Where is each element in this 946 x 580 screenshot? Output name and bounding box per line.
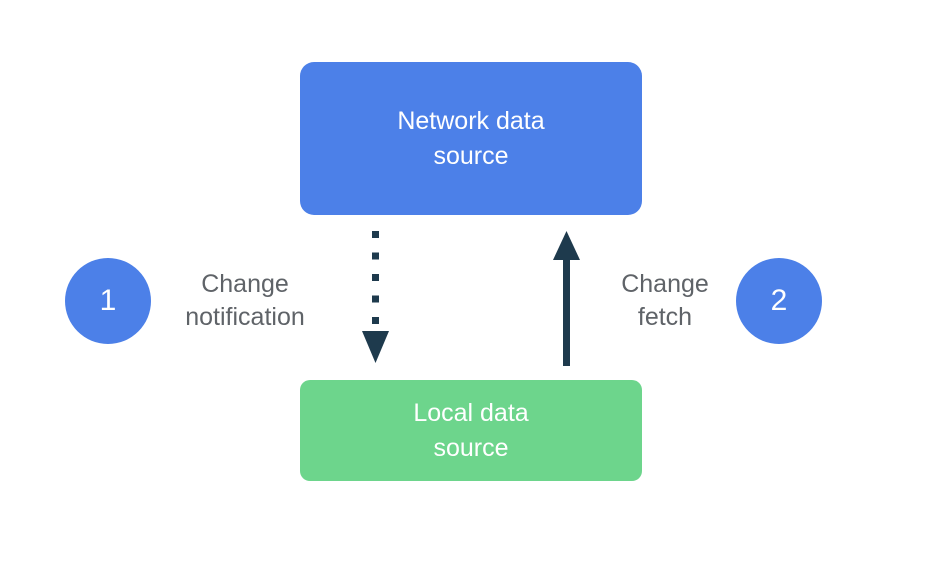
network-data-source-node: Network data source: [300, 62, 642, 215]
dotted-down-arrow-head: [362, 331, 389, 363]
step-2-badge: 2: [736, 258, 822, 344]
solid-up-arrow-head: [553, 231, 580, 260]
local-data-source-node: Local data source: [300, 380, 642, 481]
step-1-badge: 1: [65, 258, 151, 344]
change-notification-arrow: [362, 231, 389, 363]
change-fetch-label: Change fetch: [621, 270, 709, 331]
change-notification-label: Change notification: [185, 270, 305, 331]
